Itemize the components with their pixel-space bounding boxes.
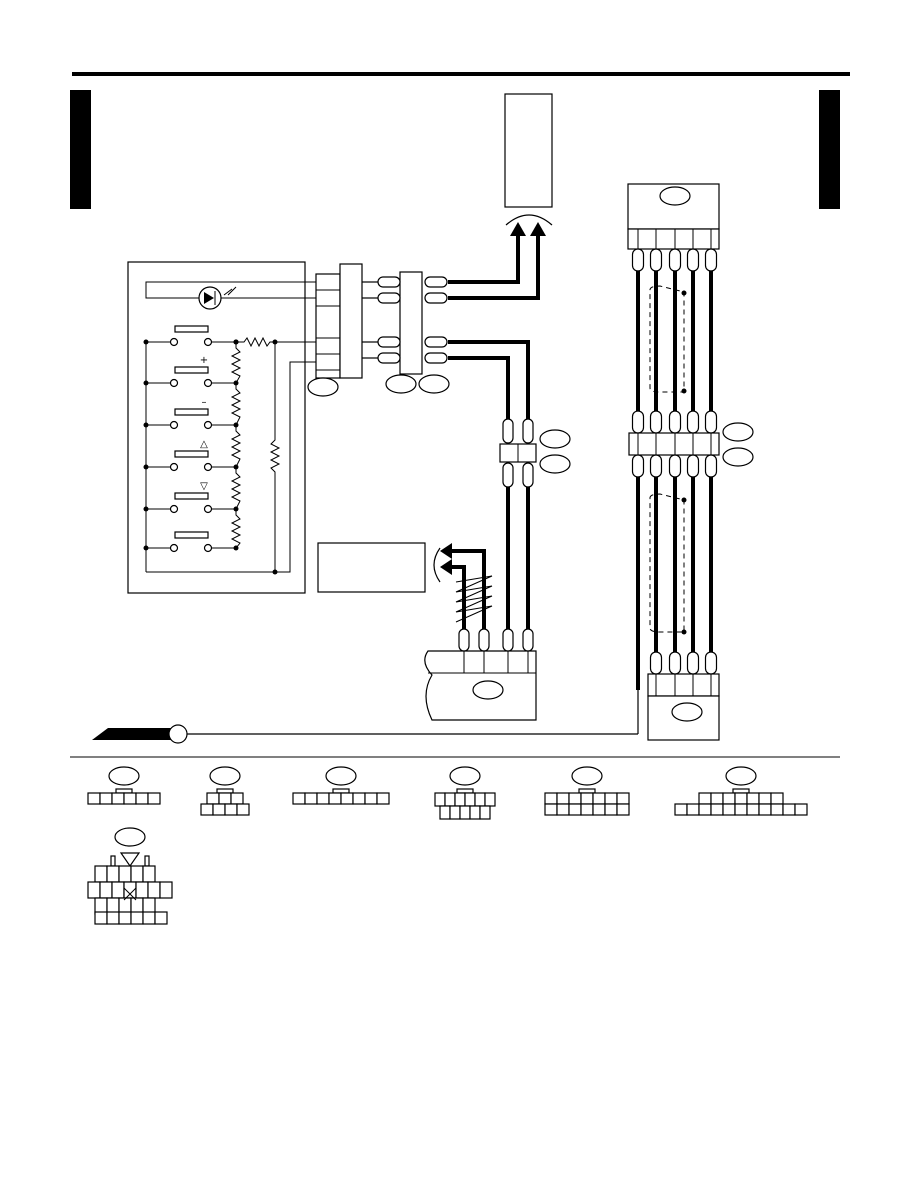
- switch-symbol: +: [200, 355, 208, 366]
- push-switch: ▽: [143, 481, 242, 549]
- right-harness: [627, 183, 754, 741]
- connector-face: [544, 766, 630, 816]
- left-page-tab: [70, 90, 91, 209]
- inline-connector-pair: [377, 271, 450, 394]
- switch-symbol: –: [202, 397, 207, 408]
- connector-face: [674, 766, 808, 816]
- push-switch: [143, 325, 242, 384]
- top-unit: [504, 93, 553, 236]
- switch-connector: [307, 263, 363, 397]
- harness-wires: [362, 232, 571, 630]
- connector-label-bubble: [307, 377, 339, 397]
- push-switch: [143, 531, 239, 553]
- connector-face: [87, 827, 173, 925]
- switch-symbol: △: [200, 439, 208, 450]
- connector-face: [292, 766, 390, 805]
- connector-face: [200, 766, 250, 816]
- connector-faces: [87, 766, 808, 925]
- ground-line: [92, 690, 639, 744]
- sensor-unit: [317, 542, 493, 630]
- switch-symbol: ▽: [200, 481, 208, 492]
- push-switch: △: [143, 439, 242, 510]
- push-switch: +: [143, 355, 242, 426]
- connector-face: [87, 766, 161, 805]
- control-unit: [424, 628, 537, 721]
- right-page-tab: [819, 90, 840, 209]
- switch-module: + – △ ▽: [127, 261, 316, 594]
- push-switch: –: [143, 397, 242, 468]
- connector-face: [434, 766, 496, 820]
